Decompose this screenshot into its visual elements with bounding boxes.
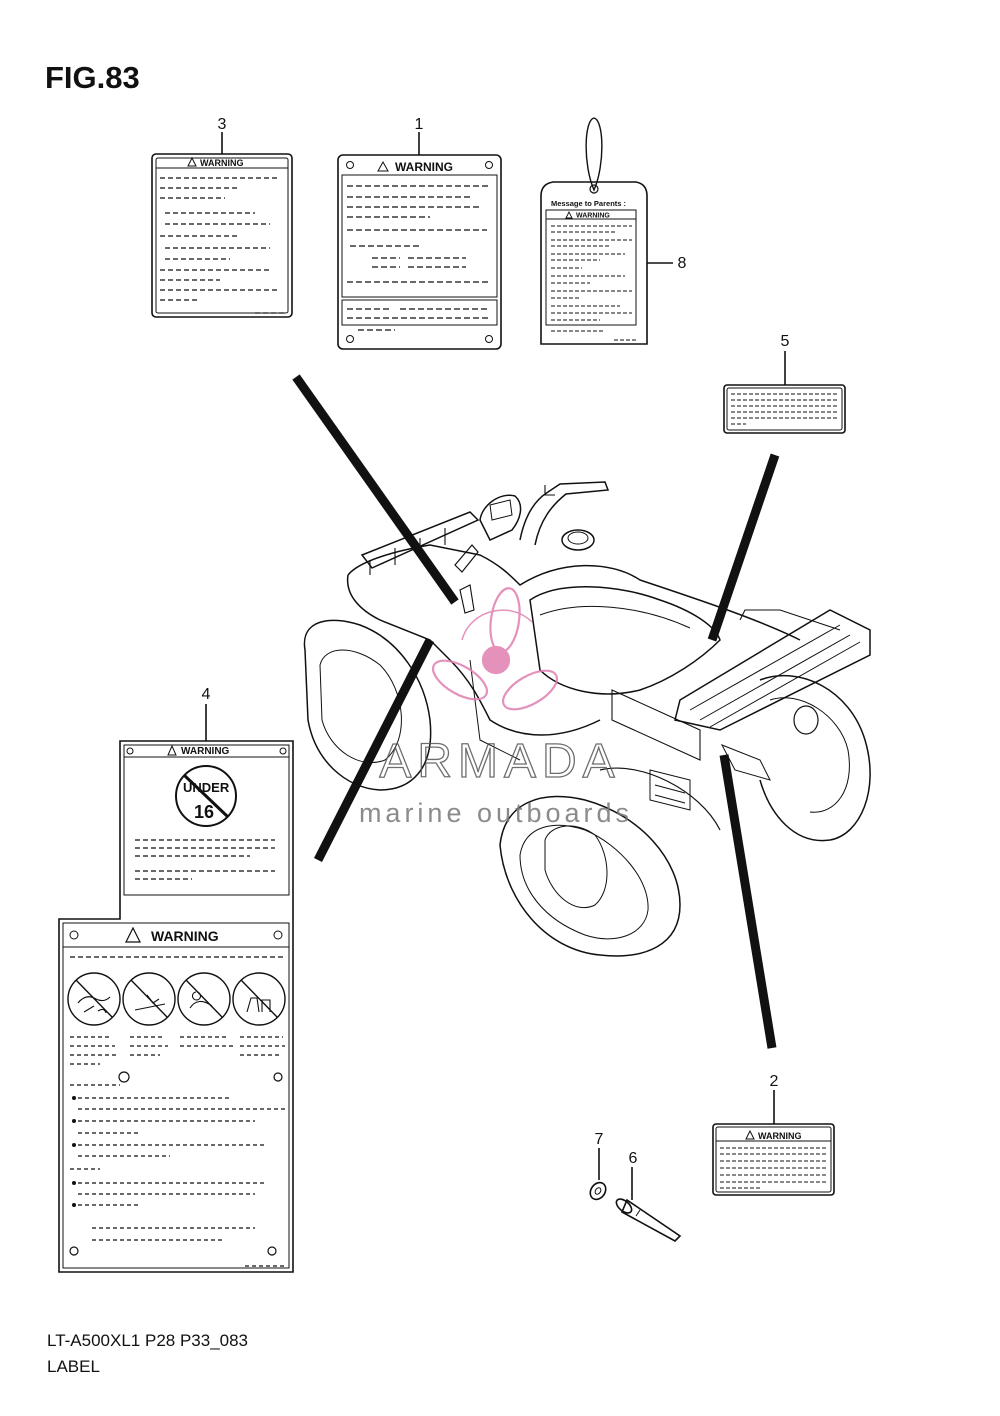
label-1-warning-panel[interactable]: WARNING <box>337 154 502 350</box>
callout-6: 6 <box>629 1150 638 1167</box>
figure-caption: LABEL <box>47 1357 100 1376</box>
label-8-warning-text: WARNING <box>576 213 610 220</box>
label-3-warning-text: WARNING <box>200 158 244 168</box>
pointer-leaders <box>292 374 780 1049</box>
callout-1: 1 <box>415 116 424 133</box>
watermark-brand: ARMADA <box>379 735 620 788</box>
prohibition-icons <box>67 972 286 1026</box>
label-2-warning-panel[interactable]: WARNING <box>712 1123 835 1196</box>
label-4-warning-panel[interactable]: WARNING UNDER 16 WARNING <box>58 740 294 1273</box>
atv-illustration <box>303 481 871 957</box>
label-4-upper-warning-text: WARNING <box>181 746 230 757</box>
callout-2: 2 <box>770 1073 779 1090</box>
label-8-hang-tag[interactable]: Message to Parents : WARNING <box>540 117 648 345</box>
callout-8: 8 <box>678 255 687 272</box>
age-label-number: 16 <box>194 802 214 822</box>
part-7-washer[interactable] <box>587 1180 609 1203</box>
callout-numbers: 3 1 8 5 4 2 7 6 <box>202 116 790 1167</box>
label-4-lower-warning-text: WARNING <box>151 928 219 944</box>
part-6-rivet[interactable] <box>614 1196 682 1242</box>
callout-3: 3 <box>218 116 227 133</box>
label-2-warning-text: WARNING <box>758 1131 802 1141</box>
figure-code: LT-A500XL1 P28 P33_083 <box>47 1331 249 1350</box>
callout-7: 7 <box>595 1131 604 1148</box>
figure-title: FIG.83 <box>45 60 140 95</box>
watermark-logo <box>431 587 559 711</box>
label-3-warning-panel[interactable]: WARNING <box>151 153 293 318</box>
callout-5: 5 <box>781 333 790 350</box>
label-1-warning-text: WARNING <box>395 160 453 174</box>
label-5-panel[interactable] <box>723 384 846 434</box>
age-label-under: UNDER <box>183 780 230 795</box>
watermark: ARMADA marine outboards <box>359 587 633 828</box>
label-8-parents-text: Message to Parents : <box>551 199 626 208</box>
callout-4: 4 <box>202 686 211 703</box>
watermark-tagline: marine outboards <box>359 798 633 828</box>
